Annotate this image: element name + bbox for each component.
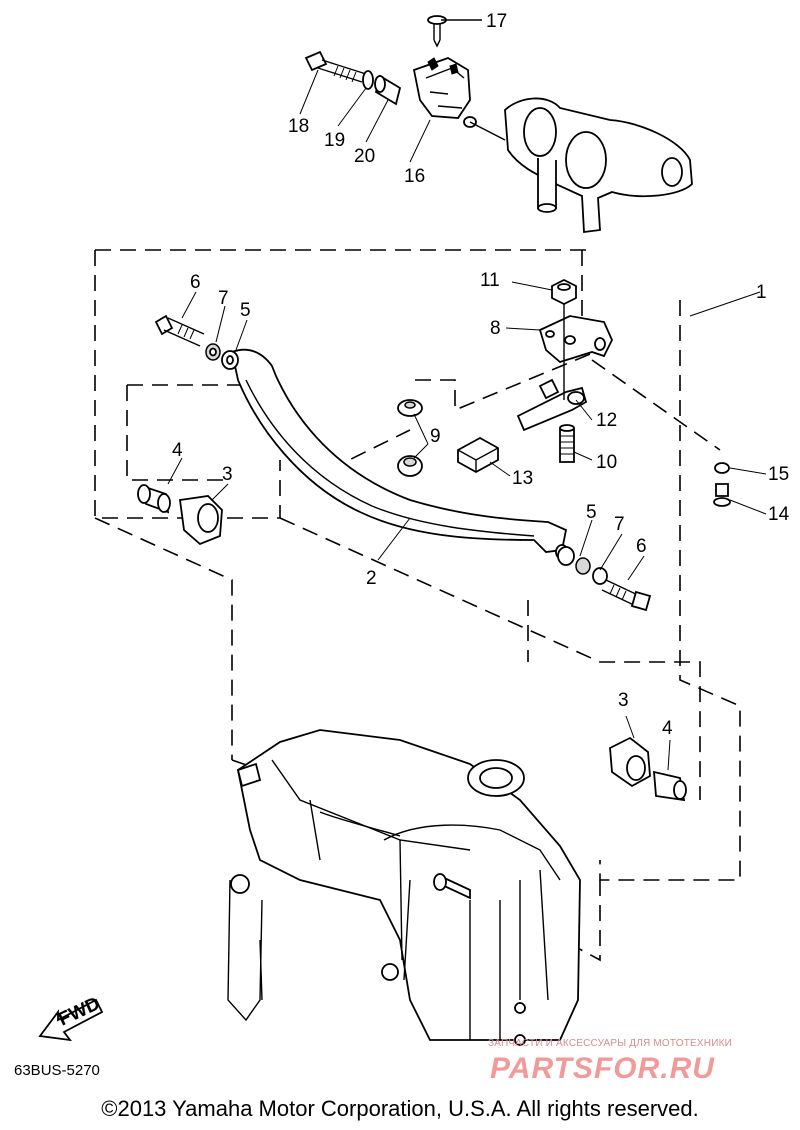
watermark-subtitle: ЗАПЧАСТИ И АКСЕССУАРЫ ДЛЯ МОТОТЕХНИКИ (488, 1038, 733, 1049)
steering-bracket (154, 314, 652, 612)
callout-12: 12 (596, 410, 617, 431)
callout-14: 14 (768, 504, 790, 525)
watermark-logo: PARTSFOR.RU (490, 1052, 715, 1085)
clamp-bracket (227, 729, 581, 1046)
callout-5-right: 5 (586, 502, 597, 523)
callout-labels: 1 2 3 3 4 4 5 5 6 6 7 7 8 9 10 11 12 13 … (172, 11, 790, 739)
callout-15: 15 (768, 464, 789, 485)
callout-19: 19 (324, 130, 345, 151)
callout-11: 11 (480, 270, 500, 291)
fwd-arrow-icon: FWD (38, 993, 103, 1042)
linkage-parts (397, 278, 731, 507)
callout-10: 10 (596, 452, 617, 473)
callout-8: 8 (490, 318, 501, 339)
callout-1: 1 (756, 282, 767, 303)
collars-and-nuts (137, 484, 687, 802)
callout-6-right: 6 (636, 536, 647, 557)
reference-lines (94, 244, 741, 962)
callout-3-right: 3 (618, 690, 629, 711)
callout-6-left: 6 (190, 272, 201, 293)
callout-9: 9 (430, 426, 441, 447)
callout-7-right: 7 (614, 514, 625, 535)
callout-13: 13 (512, 468, 533, 489)
callout-20: 20 (354, 146, 375, 167)
callout-3-left: 3 (222, 464, 233, 485)
bracket-assembly (304, 15, 693, 234)
callout-17: 17 (486, 11, 507, 32)
callout-7-left: 7 (218, 288, 229, 309)
callout-4-right: 4 (662, 718, 673, 739)
copyright-notice: ©2013 Yamaha Motor Corporation, U.S.A. A… (101, 1096, 699, 1121)
callout-5-left: 5 (240, 300, 251, 321)
callout-16: 16 (404, 166, 425, 187)
diagram-code: 63BUS-5270 (14, 1062, 100, 1079)
callout-2: 2 (366, 568, 377, 589)
callout-18: 18 (288, 116, 309, 137)
leader-lines (167, 69, 767, 771)
callout-4-left: 4 (172, 440, 183, 461)
